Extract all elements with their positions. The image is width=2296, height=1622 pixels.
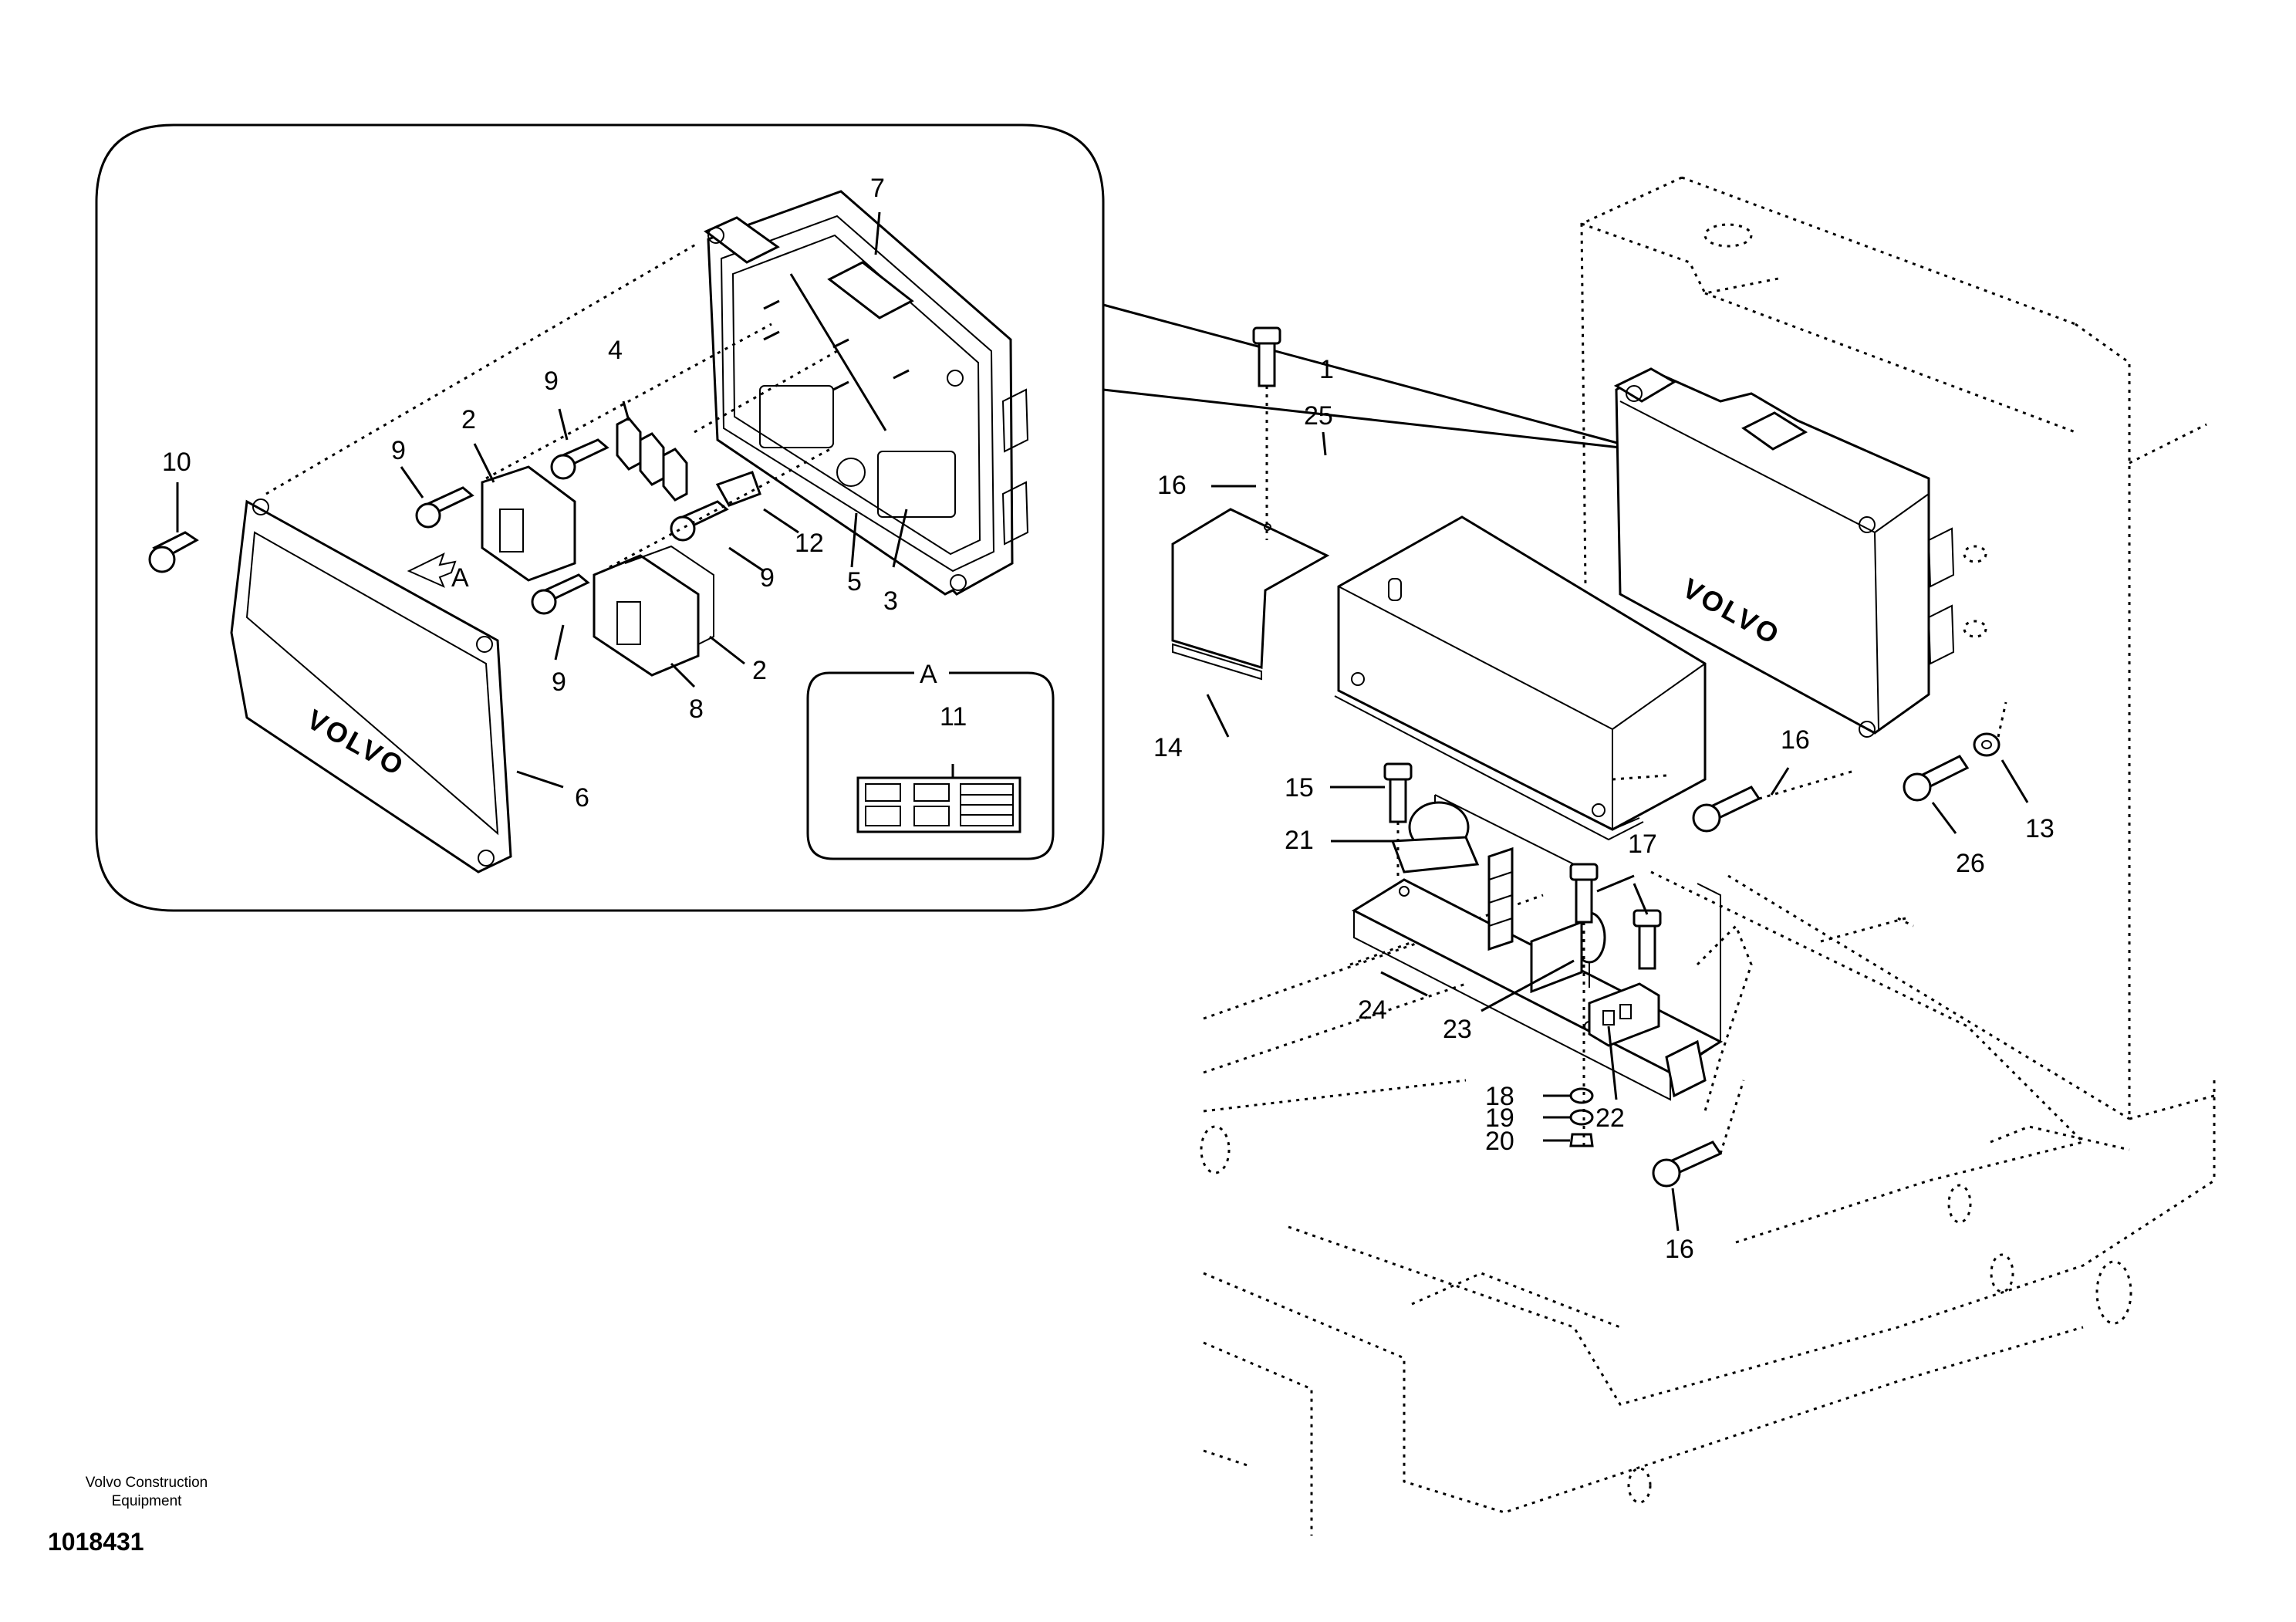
callout-26: 26	[1956, 849, 1985, 878]
callout-14: 14	[1153, 733, 1183, 762]
callout-8: 8	[689, 694, 704, 724]
callout-16-right: 16	[1781, 725, 1810, 755]
callout-labels: 1 7 5 3 4 2 10 9 9 12 9 9 8 2 6 11 25 16…	[162, 174, 2055, 1264]
view-marker: A	[451, 563, 469, 593]
callout-11: 11	[940, 702, 967, 732]
decal-label	[856, 776, 1021, 833]
callout-17: 17	[1628, 830, 1657, 859]
callout-9-upper: 9	[544, 367, 559, 396]
footer: Volvo Construction Equipment 1018431	[46, 1474, 247, 1556]
buzzer-23	[1530, 911, 1606, 994]
terminal-clips	[616, 417, 688, 502]
callout-16-bottom: 16	[1665, 1235, 1694, 1264]
callout-22: 22	[1595, 1103, 1625, 1133]
callout-15: 15	[1285, 773, 1314, 803]
callout-12: 12	[795, 529, 824, 558]
controller-cover: VOLVO	[230, 498, 512, 874]
callout-25: 25	[1304, 401, 1333, 431]
callout-21: 21	[1285, 826, 1314, 855]
connector-22	[1588, 982, 1660, 1047]
callout-23: 23	[1443, 1015, 1472, 1044]
bracket-cover	[1171, 508, 1330, 681]
detail-frame	[95, 123, 1105, 912]
machine-frame	[1200, 176, 2216, 1536]
company-name-line1: Volvo Construction	[85, 1475, 208, 1491]
detail-leader-upper	[1102, 303, 1621, 445]
relay-lower	[593, 545, 714, 677]
callout-5: 5	[847, 567, 862, 596]
inset-a-frame	[806, 671, 1055, 860]
callout-24: 24	[1358, 995, 1387, 1025]
leader-lines	[176, 211, 2029, 1232]
callout-18: 18	[1485, 1082, 1514, 1111]
callout-10: 10	[162, 448, 191, 477]
callout-2-upper: 2	[461, 405, 476, 434]
inset-a-title: A	[920, 660, 937, 689]
callout-6: 6	[575, 783, 589, 813]
callout-1: 1	[1319, 355, 1334, 384]
controller-housing	[704, 190, 1029, 596]
callout-2-lower: 2	[752, 656, 767, 685]
callout-19: 19	[1485, 1103, 1514, 1133]
document-number: 1018431	[48, 1528, 144, 1556]
callout-9-lower: 9	[552, 667, 566, 697]
callout-20: 20	[1485, 1127, 1514, 1156]
relay-21	[1390, 801, 1480, 874]
callout-9-upper-left: 9	[391, 436, 406, 465]
callout-4: 4	[608, 336, 623, 365]
detail-bolts	[148, 438, 761, 615]
callout-13: 13	[2025, 814, 2055, 843]
company-name-line2: Equipment	[111, 1493, 182, 1509]
detail-leader-lower	[1102, 388, 1621, 449]
main-hardware	[1252, 326, 2001, 1188]
callout-9-right: 9	[760, 563, 775, 593]
relay-upper	[481, 465, 576, 582]
view-arrow	[407, 552, 457, 588]
terminal-strip	[1487, 846, 1514, 951]
callout-16-top: 16	[1157, 471, 1187, 500]
callout-7: 7	[870, 174, 885, 203]
main-box	[1334, 515, 1707, 841]
main-controller: VOLVO	[1613, 367, 1987, 738]
callout-3: 3	[883, 586, 898, 616]
